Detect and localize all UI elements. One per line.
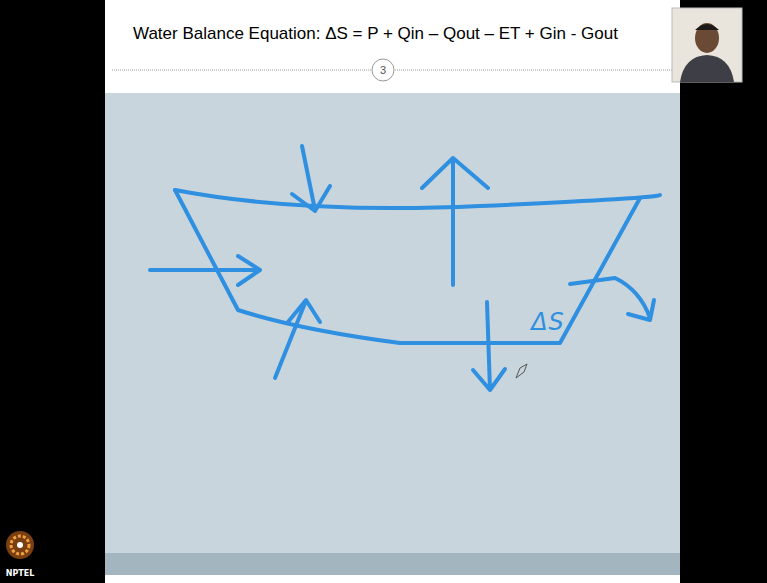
slide-title: Water Balance Equation: ΔS = P + Qin – Q… (133, 24, 618, 44)
water-body-sketch (150, 146, 660, 390)
logo-text: NPTEL (6, 569, 35, 578)
slide-page (105, 0, 680, 583)
separator-line (112, 70, 372, 71)
page-number: 3 (380, 64, 386, 76)
page-number-circle (372, 59, 394, 81)
slide-panel (105, 93, 680, 553)
webcam-inset (672, 8, 742, 82)
slide-footer-bar (105, 553, 680, 575)
storage-change-label: ΔS (531, 308, 565, 336)
separator-line (395, 70, 672, 71)
pencil-cursor (516, 364, 527, 378)
nptel-logo (6, 531, 34, 559)
